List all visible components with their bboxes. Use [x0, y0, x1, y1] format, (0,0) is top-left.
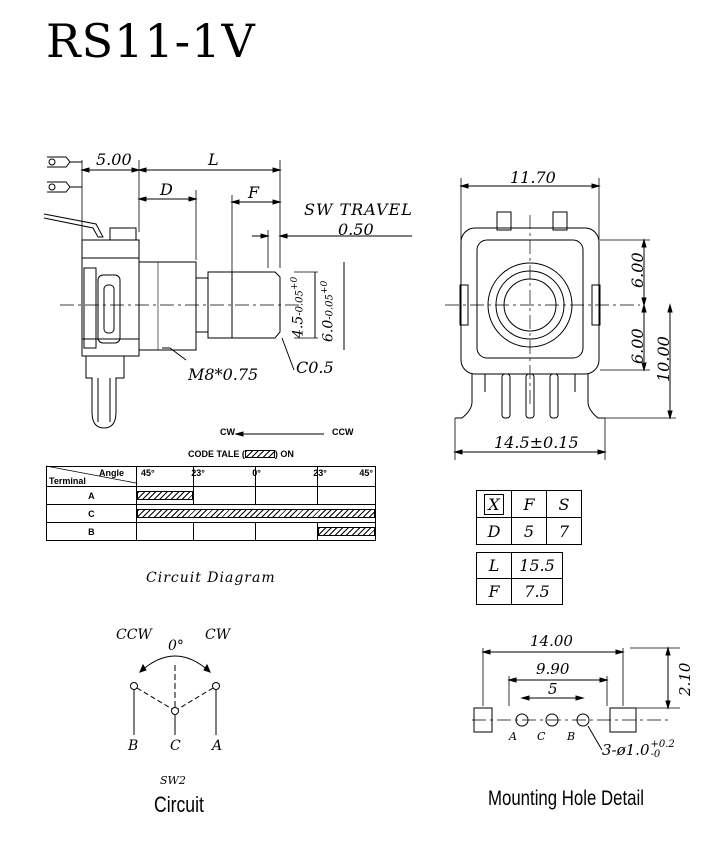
hole-b-label: B — [567, 730, 576, 743]
terminal-header: Terminal — [49, 476, 86, 486]
spec-f-cell: F — [511, 490, 547, 518]
terminal-b-label: B — [128, 738, 139, 754]
spec-x-cell: X — [484, 493, 504, 515]
spec-table-1: X F S D 5 7 — [476, 490, 582, 545]
spec-d-f-value: 5 — [511, 517, 547, 545]
sw-travel-value: 0.50 — [338, 220, 374, 239]
spec-d-s-value: 7 — [546, 517, 582, 545]
angle-header: Angle — [99, 468, 125, 478]
dim-6-00-lower: 6.00 — [628, 328, 647, 364]
hole-spec: 3-ø1.0 +0.2-0 — [602, 739, 675, 760]
terminal-a-label: A — [212, 738, 223, 754]
spec-table-2: L 15.5 F 7.5 — [476, 552, 563, 605]
chamfer-spec: C0.5 — [296, 358, 334, 377]
spec-l-value: 15.5 — [511, 552, 563, 579]
sw2-label: SW2 — [160, 774, 186, 787]
mounting-caption: Mounting Hole Detail — [488, 787, 644, 810]
front-view — [445, 178, 676, 460]
dim-L: L — [208, 150, 219, 169]
circuit-diagram-title: Circuit Diagram — [146, 570, 276, 586]
dia-inner: 4.5-0.05+0 — [290, 276, 307, 338]
spec-f2-cell: F — [476, 578, 512, 605]
code-table-caption: CODE TALE () ON — [188, 449, 294, 459]
dim-F: F — [248, 183, 260, 202]
hole-a-label: A — [509, 730, 517, 743]
code-table: Angle Terminal 45° 23° 0° 23° 45° A C B — [46, 466, 377, 541]
dim-D: D — [160, 180, 173, 199]
ccw-circuit-label: CCW — [116, 627, 152, 643]
thread-spec: M8*0.75 — [188, 365, 259, 384]
cw-circuit-label: CW — [205, 627, 231, 643]
dim-pitch-5: 5 — [548, 680, 558, 698]
angle-zero-label: 0° — [168, 638, 184, 654]
circuit-caption: Circuit — [154, 792, 204, 817]
sw-travel-label: SW TRAVEL — [304, 200, 413, 219]
terminal-symbol-icon — [47, 156, 82, 193]
angle-4: 45° — [359, 468, 373, 478]
dim-11-70: 11.70 — [510, 168, 556, 187]
dim-6-00-upper: 6.00 — [628, 252, 647, 288]
contact-a — [136, 491, 193, 500]
dim-14-00: 14.00 — [530, 632, 573, 650]
spec-s-cell: S — [546, 490, 582, 518]
cw-label: CW — [220, 427, 235, 437]
dim-14-5: 14.5±0.15 — [494, 433, 579, 452]
spec-l-cell: L — [476, 552, 512, 579]
mounting-hole-detail — [472, 646, 680, 751]
contact-b — [317, 527, 375, 536]
drawing-title: RS11-1V — [46, 14, 256, 68]
contact-c — [136, 509, 375, 518]
terminal-c-label: C — [170, 738, 181, 754]
dim-10-00: 10.00 — [654, 336, 673, 382]
dia-outer: 6.0-0.05+0 — [320, 280, 337, 342]
row-label-a: A — [46, 486, 137, 505]
dim-2-10: 2.10 — [676, 662, 694, 696]
row-label-c: C — [46, 504, 137, 523]
spec-d-cell: D — [476, 517, 512, 545]
spec-f2-value: 7.5 — [511, 578, 563, 605]
hole-c-label: C — [537, 730, 546, 743]
dim-9-90: 9.90 — [536, 660, 570, 678]
dim-5-00: 5.00 — [96, 150, 132, 169]
ccw-label: CCW — [332, 427, 354, 437]
circuit-diagram — [130, 655, 220, 735]
side-view — [43, 156, 412, 429]
row-label-b: B — [46, 522, 137, 541]
